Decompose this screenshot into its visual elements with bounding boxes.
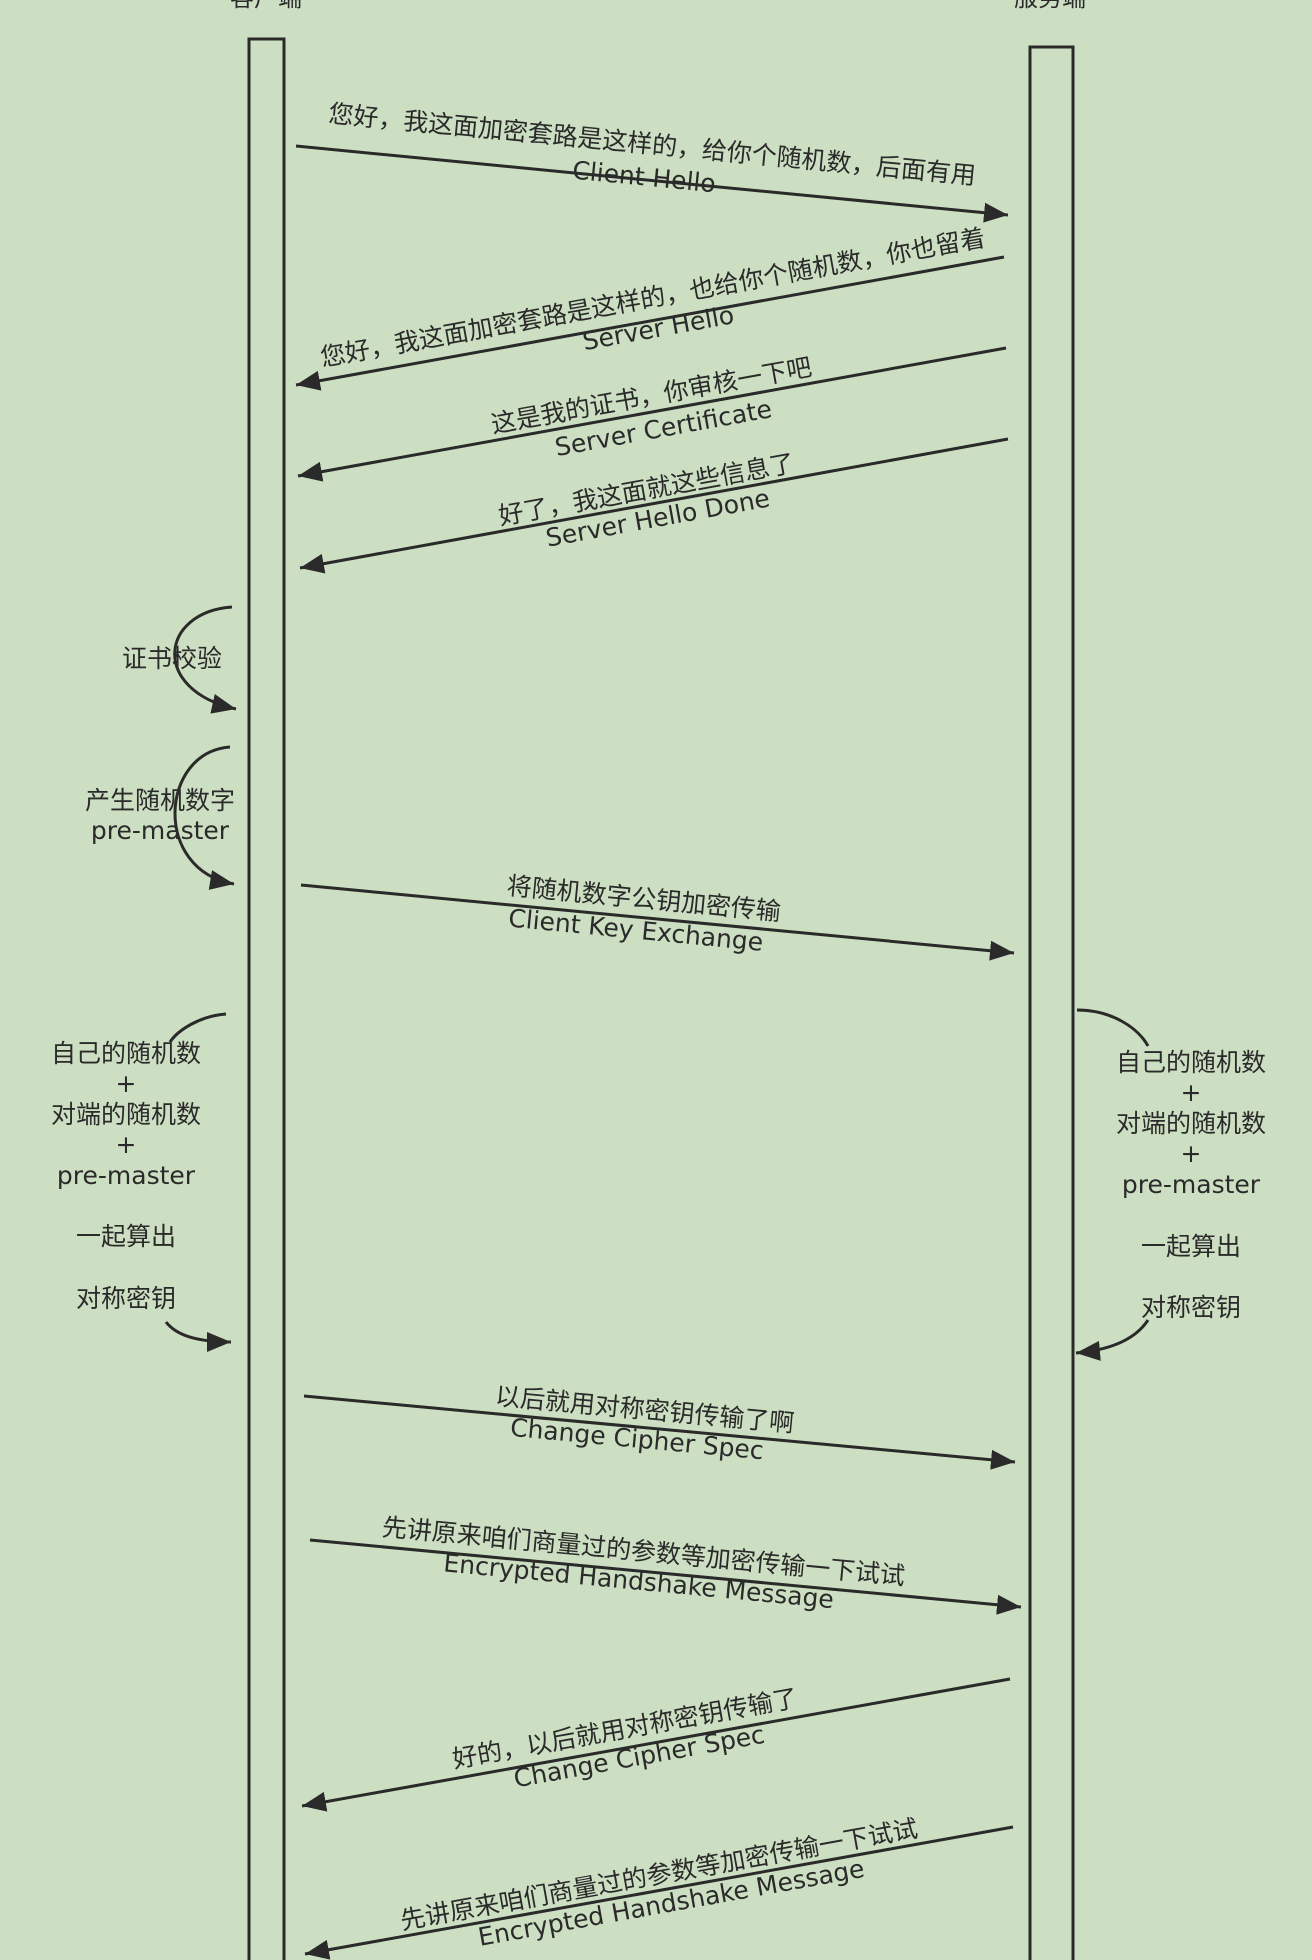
client-note-cert-check: 证书校验 [122, 605, 237, 714]
note-text: pre-master [91, 816, 230, 845]
message-client-key-exchange: 将随机数字公钥加密传输 Client Key Exchange [300, 871, 1015, 961]
server-actor-label: 服务端 [1014, 0, 1086, 12]
self-arrow [173, 745, 235, 890]
message-arrow [295, 255, 1005, 391]
note-text: pre-master [1122, 1170, 1261, 1199]
message-arrow [309, 1538, 1022, 1615]
message-encrypted-handshake-server: 先讲原来咱们商量过的参数等加密传输一下试试 Encrypted Handshak… [304, 1814, 1014, 1960]
client-lifeline [247, 37, 286, 1960]
client-actor-label: 客户端 [230, 0, 302, 12]
message-arrow [295, 144, 1009, 223]
self-arrow-start [1076, 1008, 1150, 1047]
self-arrow-end [164, 1321, 232, 1352]
message-label-zh: 您好，我这面加密套路是这样的，也给你个随机数，你也留着 [318, 223, 987, 372]
note-text: 证书校验 [122, 644, 222, 673]
note-text: 自己的随机数 [1116, 1048, 1266, 1077]
message-arrow [304, 1825, 1014, 1960]
client-note-compute-key: 自己的随机数 + 对端的随机数 + pre-master 一起算出 对称密钥 [51, 1012, 232, 1352]
note-text: 对称密钥 [76, 1284, 176, 1313]
note-text: 产生随机数字 [85, 786, 235, 815]
note-text: + [116, 1130, 137, 1159]
server-note-compute-key: 自己的随机数 + 对端的随机数 + pre-master 一起算出 对称密钥 [1075, 1008, 1266, 1361]
message-arrow [297, 346, 1007, 482]
message-encrypted-handshake-client: 先讲原来咱们商量过的参数等加密传输一下试试 Encrypted Handshak… [309, 1512, 1022, 1615]
note-text: 对端的随机数 [1116, 1109, 1266, 1138]
note-text: 对称密钥 [1141, 1293, 1241, 1322]
message-arrow [301, 1677, 1011, 1812]
message-arrow [300, 883, 1015, 961]
note-text: 一起算出 [1141, 1232, 1241, 1261]
message-arrow [303, 1394, 1016, 1470]
self-arrow-end [1075, 1319, 1150, 1361]
message-change-cipher-spec-client: 以后就用对称密钥传输了啊 Change Cipher Spec [303, 1381, 1016, 1470]
message-server-hello: 您好，我这面加密套路是这样的，也给你个随机数，你也留着 Server Hello [295, 223, 1005, 391]
note-text: + [1181, 1139, 1202, 1168]
message-arrow [299, 437, 1009, 574]
note-text: 自己的随机数 [51, 1039, 201, 1068]
note-text: + [116, 1069, 137, 1098]
self-arrow-start [168, 1012, 227, 1043]
message-server-certificate: 这是我的证书，你审核一下吧 Server Certificate [297, 346, 1007, 482]
message-client-hello: 您好，我这面加密套路是这样的，给你个随机数，后面有用 Client Hello [295, 99, 1009, 223]
message-change-cipher-spec-server: 好的，以后就用对称密钥传输了 Change Cipher Spec [301, 1677, 1011, 1812]
client-note-gen-random: 产生随机数字 pre-master [85, 745, 235, 890]
note-text: 对端的随机数 [51, 1100, 201, 1129]
note-text: 一起算出 [76, 1222, 176, 1251]
note-text: pre-master [57, 1161, 196, 1190]
message-server-hello-done: 好了，我这面就这些信息了 Server Hello Done [299, 437, 1009, 574]
self-arrow [173, 605, 237, 714]
server-lifeline [1028, 45, 1075, 1960]
note-text: + [1181, 1078, 1202, 1107]
